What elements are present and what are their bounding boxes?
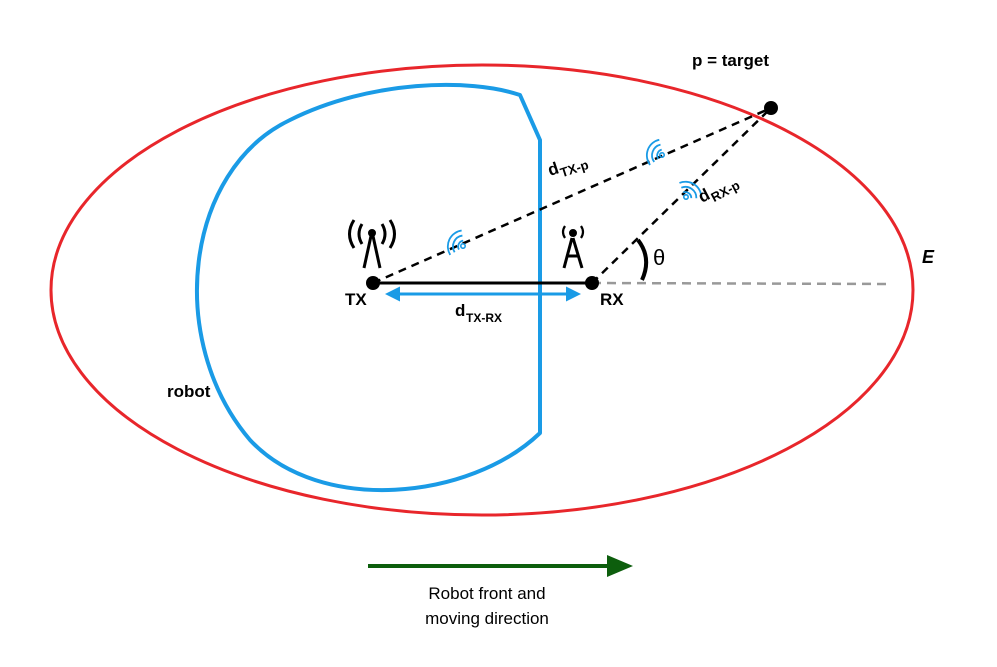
broadcast-tower-icon xyxy=(348,219,396,269)
reference-dashed-line xyxy=(591,281,893,286)
tx-node xyxy=(366,276,380,290)
svg-text:d: d xyxy=(455,301,465,320)
robot-label: robot xyxy=(167,382,211,401)
tx-label: TX xyxy=(345,290,367,309)
target-node xyxy=(764,101,778,115)
antenna-icon xyxy=(561,225,585,269)
caption-line-1: Robot front and xyxy=(428,584,545,603)
rx-node xyxy=(585,276,599,290)
d-tx-rx-label: d TX-RX xyxy=(455,301,502,325)
robot-outline xyxy=(194,82,542,493)
rx-p-path xyxy=(591,107,772,284)
target-label: p = target xyxy=(692,51,769,70)
svg-text:RX-p: RX-p xyxy=(708,177,742,205)
theta-arc xyxy=(636,238,649,281)
theta-label: θ xyxy=(653,245,665,270)
tx-p-path xyxy=(372,106,772,285)
ellipse-e xyxy=(49,63,915,517)
d-rx-p-label: d RX-p xyxy=(695,177,742,206)
svg-text:TX-p: TX-p xyxy=(558,157,590,180)
d-tx-p-label: d TX-p xyxy=(545,157,590,180)
wifi-signal-icon xyxy=(640,138,669,167)
rx-label: RX xyxy=(600,290,624,309)
caption-line-2: moving direction xyxy=(425,609,549,628)
ellipse-label: E xyxy=(922,247,935,267)
svg-text:TX-RX: TX-RX xyxy=(466,311,502,325)
direction-arrow xyxy=(368,555,633,577)
